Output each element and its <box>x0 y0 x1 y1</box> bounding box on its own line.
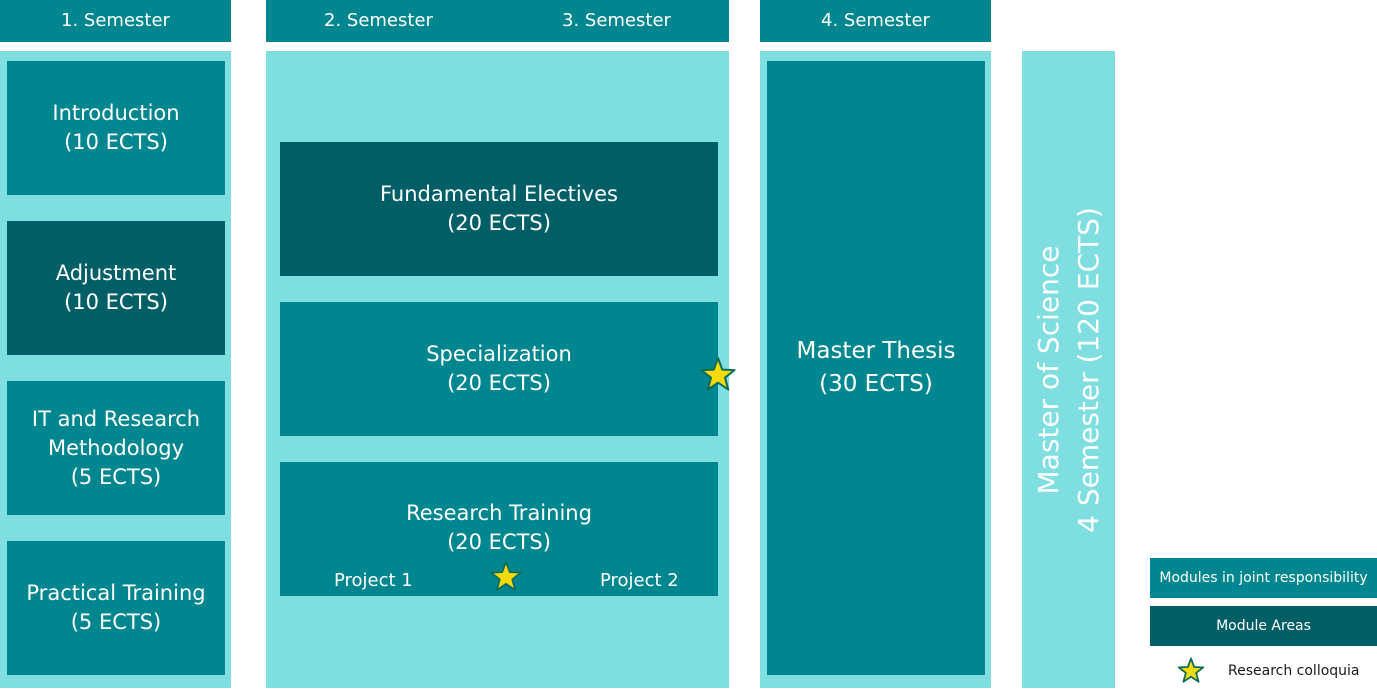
legend-colloquia-label: Research colloquia <box>1228 663 1360 679</box>
module-title: Master Thesis <box>796 338 956 364</box>
module-practical-training: Practical Training (5 ECTS) <box>7 541 225 675</box>
module-ects: (20 ECTS) <box>447 530 551 554</box>
module-ects: (20 ECTS) <box>447 211 551 235</box>
module-introduction: Introduction (10 ECTS) <box>7 61 225 195</box>
module-adjustment: Adjustment (10 ECTS) <box>7 221 225 355</box>
semester-4-header: 4. Semester <box>760 0 991 42</box>
module-title: Practical Training <box>26 581 206 605</box>
project-1-label: Project 1 <box>334 570 413 591</box>
module-title: Research Training <box>406 501 592 525</box>
module-specialization: Specialization (20 ECTS) <box>280 302 718 436</box>
semester-1-header: 1. Semester <box>0 0 231 42</box>
module-fundamental-electives: Fundamental Electives (20 ECTS) <box>280 142 718 276</box>
semester-1-label: 1. Semester <box>61 10 170 31</box>
star-icon <box>700 357 736 391</box>
module-ects: (20 ECTS) <box>447 371 551 395</box>
semester-3-label: 3. Semester <box>562 10 671 31</box>
module-title: Adjustment <box>55 261 177 285</box>
star-icon <box>1177 657 1205 683</box>
project-2-label: Project 2 <box>600 570 679 591</box>
module-title-cont: Methodology <box>47 435 185 460</box>
legend-areas-label: Module Areas <box>1216 618 1311 634</box>
module-research-training: Research Training (20 ECTS) Project 1 Pr… <box>280 462 718 596</box>
module-ects: (5 ECTS) <box>70 464 162 489</box>
module-ects: (30 ECTS) <box>819 371 933 397</box>
semester-4-label: 4. Semester <box>821 10 930 31</box>
legend-module-areas: Module Areas <box>1150 606 1377 646</box>
module-title: IT and Research <box>31 406 201 431</box>
star-icon <box>490 560 522 591</box>
module-it-research-methodology: IT and Research Methodology (5 ECTS) <box>7 381 225 515</box>
legend-joint-responsibility: Modules in joint responsibility <box>1150 558 1377 598</box>
module-ects: (5 ECTS) <box>70 610 162 634</box>
module-title: Fundamental Electives <box>380 182 618 206</box>
degree-label: Master of Science 4 Semester (120 ECTS) <box>1022 51 1115 688</box>
degree-duration: 4 Semester (120 ECTS) <box>1071 206 1105 533</box>
module-ects: (10 ECTS) <box>64 290 168 314</box>
module-master-thesis: Master Thesis (30 ECTS) <box>767 61 985 675</box>
module-title: Specialization <box>426 342 572 366</box>
module-ects: (10 ECTS) <box>64 130 168 154</box>
semester-2-label: 2. Semester <box>324 10 433 31</box>
legend-joint-label: Modules in joint responsibility <box>1159 570 1368 586</box>
degree-column: Master of Science 4 Semester (120 ECTS) <box>1022 51 1115 688</box>
module-title: Introduction <box>52 101 180 125</box>
degree-title: Master of Science <box>1031 245 1065 494</box>
semester-2-3-header: 2. Semester 3. Semester <box>266 0 729 42</box>
